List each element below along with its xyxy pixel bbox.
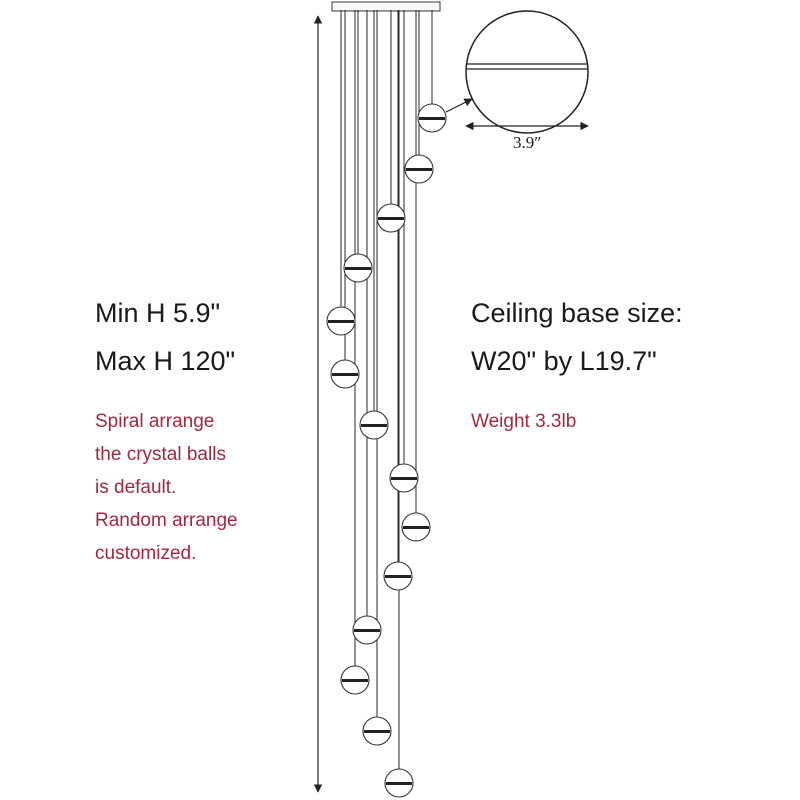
crystal-ball xyxy=(384,768,414,798)
arrangement-note-line: the crystal balls xyxy=(95,444,226,465)
crystal-ball xyxy=(376,203,406,233)
ceiling-canopy xyxy=(331,1,441,12)
crystal-ball xyxy=(383,561,413,591)
crystal-ball xyxy=(352,615,382,645)
ceiling-base-label: Ceiling base size: xyxy=(471,298,683,328)
crystal-ball xyxy=(326,306,356,336)
arrangement-note-line: Random arrange xyxy=(95,510,238,531)
max-height-label: Max H 120" xyxy=(95,346,236,376)
crystal-ball xyxy=(389,463,419,493)
arrangement-note-line: is default. xyxy=(95,477,177,498)
crystal-ball xyxy=(404,154,434,184)
weight-label: Weight 3.3lb xyxy=(471,411,577,432)
pendant-cords xyxy=(340,10,433,769)
ball-detail xyxy=(445,10,589,134)
ceiling-base-size: W20" by L19.7" xyxy=(471,346,657,376)
crystal-balls xyxy=(326,103,447,798)
crystal-ball xyxy=(359,410,389,440)
detail-callout-arrow xyxy=(445,98,473,113)
ball-diameter-label: 3.9″ xyxy=(513,133,542,152)
crystal-ball xyxy=(417,103,447,133)
crystal-ball xyxy=(343,253,373,283)
crystal-ball xyxy=(362,716,392,746)
crystal-ball xyxy=(330,359,360,389)
min-height-label: Min H 5.9" xyxy=(95,298,221,328)
arrangement-note-line: Spiral arrange xyxy=(95,411,215,432)
crystal-ball xyxy=(401,512,431,542)
arrangement-note-line: customized. xyxy=(95,543,197,564)
crystal-ball xyxy=(340,665,370,695)
